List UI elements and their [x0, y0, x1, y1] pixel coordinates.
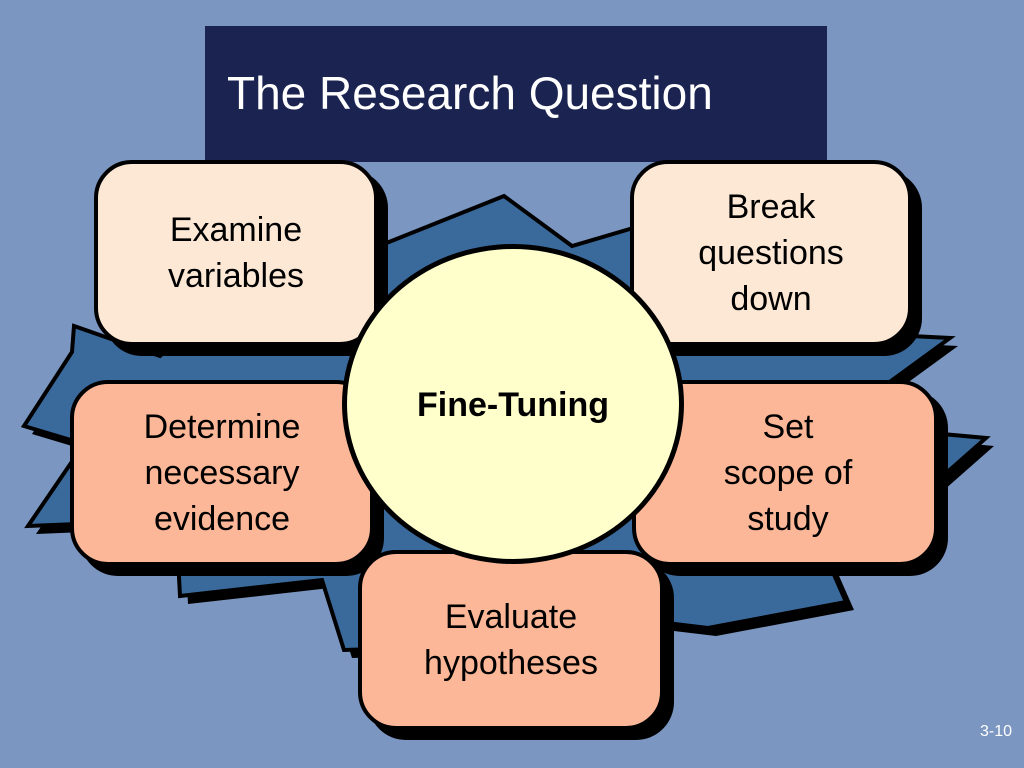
- box-line: hypotheses: [424, 644, 598, 682]
- box-line: study: [747, 500, 829, 538]
- box-examine-variables: Examine variables: [94, 160, 378, 346]
- center-label: Fine-Tuning: [417, 386, 609, 424]
- box-line: variables: [167, 257, 305, 295]
- slide-title: The Research Question: [227, 67, 713, 119]
- center-circle: Fine-Tuning: [342, 244, 684, 564]
- box-line: evidence: [153, 500, 291, 538]
- box-break-questions-down: Break questions down: [630, 160, 912, 346]
- slide-number: 3-10: [979, 723, 1012, 740]
- box-line: necessary: [144, 454, 300, 492]
- box-line: Set: [762, 408, 814, 446]
- box-line: Evaluate: [444, 598, 578, 636]
- box-line: Examine: [169, 211, 303, 249]
- box-determine-necessary-evidence: Determine necessary evidence: [70, 380, 374, 566]
- box-line: questions: [698, 234, 844, 272]
- box-line: Determine: [143, 408, 301, 446]
- box-line: scope of: [723, 454, 853, 492]
- box-evaluate-hypotheses: Evaluate hypotheses: [358, 550, 664, 730]
- box-line: down: [730, 280, 812, 318]
- box-line: Break: [726, 188, 816, 226]
- title-bar: The Research Question: [205, 26, 827, 162]
